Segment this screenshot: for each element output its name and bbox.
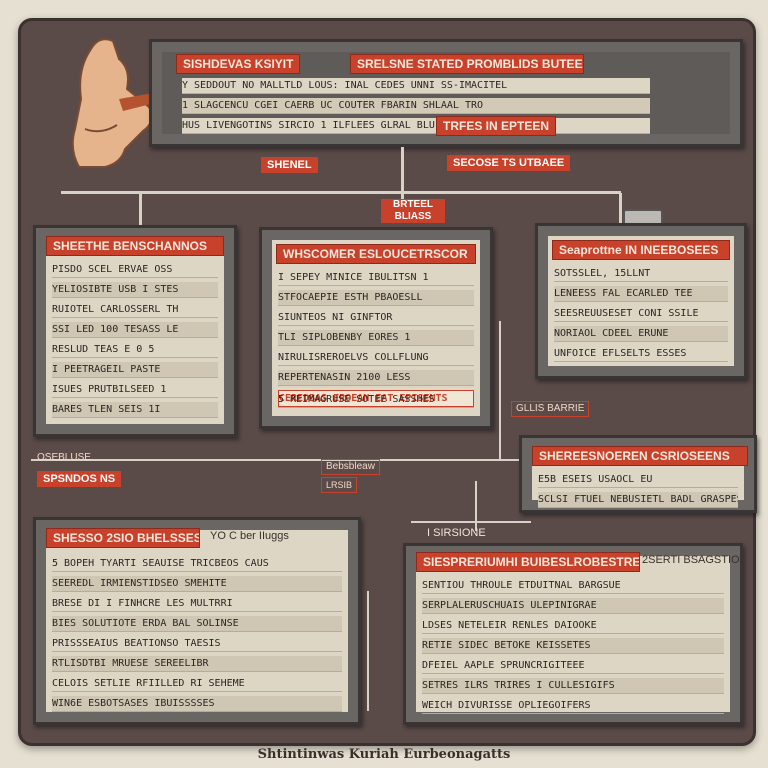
panel-row: REPERTENASIN 2100 LESS bbox=[278, 370, 474, 386]
panel-row: RETIE SIDEC BETOKE KEISSETES bbox=[422, 638, 724, 654]
top-sub-tag: TRFES IN EPTEEN bbox=[436, 116, 557, 136]
top-row: HUS LIVENGOTINS SIRCIO 1 ILFLEES GLRAL B… bbox=[182, 118, 650, 134]
wire bbox=[61, 191, 621, 194]
panel-row: TLI SIPLOBENBY EORES 1 bbox=[278, 330, 474, 346]
panel-row: SCLSI FTUEL NEBUSIETL BADL GRASPES bbox=[538, 492, 738, 508]
panel-row: WIN6E ESBOTSASES IBUISSSSES bbox=[52, 696, 342, 712]
diagram-caption: Shtintinwas Kuriah Eurbeonagatts bbox=[257, 747, 511, 762]
panel-row: RTLISDTBI MRUESE SEREELIBR bbox=[52, 656, 342, 672]
panel-row: SIUNTEOS NI GINFTOR bbox=[278, 310, 474, 326]
top-tag-1: SISHDEVAS KSIYIT bbox=[176, 54, 300, 74]
panel-row: SEEREDL IRMIENSTIDSEO SMEHITE bbox=[52, 576, 342, 592]
panel-row: LDSES NETELEIR RENLES DAIOOKE bbox=[422, 618, 724, 634]
panel-title: SHEETHE BENSCHANNOS bbox=[46, 236, 224, 256]
connector-out-label: GLLIS BARRIE bbox=[511, 401, 590, 417]
panel-title: WHSCOMER ESLOUCETRSCOR bbox=[276, 244, 476, 264]
panel-row: STFOCAEPIE ESTH PBAOESLL bbox=[278, 290, 474, 306]
panel-annotation: 2SERTI BSAGSTIOL bbox=[642, 554, 746, 566]
panel-row: RUIOTEL CARLOSSERL TH bbox=[52, 302, 218, 318]
panel-row: LENEESS FAL ECARLED TEE bbox=[554, 286, 728, 302]
panel-title: SHEREESNOEREN CSRIOSEENS bbox=[532, 446, 748, 466]
panel-row: NORIAOL CDEEL ERUNE bbox=[554, 326, 728, 342]
panel-row: BARES TLEN SEIS 1I bbox=[52, 402, 218, 418]
panel-row: BIES SOLUTIOTE ERDA BAL SOLINSE bbox=[52, 616, 342, 632]
panel-row: WEICH DIVURISSE OPLIEGOIFERS bbox=[422, 698, 724, 714]
wire bbox=[499, 321, 501, 461]
panel-row: NIRULISREROELVS COLLFLUNG bbox=[278, 350, 474, 366]
panel-row: 5 BOPEH TYARTI SEAUISE TRICBEOS CAUS bbox=[52, 556, 342, 572]
panel-row: E5B ESEIS USAOCL EU bbox=[538, 472, 738, 488]
panel-right-middle: SHEREESNOEREN CSRIOSEENS E5B ESEIS USAOC… bbox=[519, 435, 757, 513]
panel-row: YELIOSIBTE USB I STES bbox=[52, 282, 218, 298]
panel-right-upper: Seaprottne IN INEEBOSEES SOTSSLEL, 15LLN… bbox=[535, 223, 747, 379]
wire bbox=[411, 521, 531, 523]
panel-title: SHESSO 2SIO BHELSSESN bbox=[46, 528, 200, 548]
top-row: Y SEDDOUT NO MALLTLD LOUS: INAL CEDES UN… bbox=[182, 78, 650, 94]
lower-connector-label: I SIRSIONE bbox=[427, 527, 486, 539]
connector-tag-right: SECOSE TS UTBAEE bbox=[447, 155, 571, 171]
panel-row: I SEPEY MINICE IBULITSN 1 bbox=[278, 270, 474, 286]
panel-annotation: YO C ber IIuggs bbox=[210, 530, 289, 542]
panel-row: ISUES PRUTBILSEED 1 bbox=[52, 382, 218, 398]
wire bbox=[139, 193, 142, 227]
wire bbox=[619, 193, 622, 227]
hand-illustration bbox=[71, 38, 155, 168]
panel-center-upper: WHSCOMER ESLOUCETRSCOR I SEPEY MINICE IB… bbox=[259, 227, 493, 429]
panel-right-lower: SIESPRERIUMHI BUIBESLROBESTRESCE 2SERTI … bbox=[403, 543, 746, 725]
connector-label: Bebsbleaw bbox=[321, 459, 380, 475]
panel-highlight: CEREDBAS EROEAN EAT EPISENTS bbox=[278, 390, 474, 407]
connector-mark: LRSIB bbox=[321, 477, 358, 493]
panel-left-lower: SHESSO 2SIO BHELSSESN YO C ber IIuggs 5 … bbox=[33, 517, 361, 725]
panel-row: PISDO SCEL ERVAE OSS bbox=[52, 262, 218, 278]
connector-tag-center: BRTEEL BLIASS bbox=[381, 199, 445, 223]
panel-row: PRISSSEAIUS BEATIONSO TAESIS bbox=[52, 636, 342, 652]
panel-row: CELOIS SETLIE RFIILLED RI SEHEME bbox=[52, 676, 342, 692]
panel-row: SSI LED 100 TESASS LE bbox=[52, 322, 218, 338]
panel-row: SENTIOU THROULE ETDUITNAL BARGSUE bbox=[422, 578, 724, 594]
panel-row: SERPLALERUSCHUAIS ULEPINIGRAE bbox=[422, 598, 724, 614]
top-tag-2: SRELSNE STATED PROMBLIDS BUTEES bbox=[350, 54, 584, 74]
diagram-board: SISHDEVAS KSIYIT SRELSNE STATED PROMBLID… bbox=[18, 18, 757, 746]
connector-tag: SPSNDOS NS bbox=[37, 471, 122, 487]
panel-footer: 5 REIMAGRUSE SOTEE SASSHES bbox=[278, 392, 474, 408]
panel-row: DFEIEL AAPLE SPRUNCRIGITEEE bbox=[422, 658, 724, 674]
panel-row: RESLUD TEAS E 0 5 bbox=[52, 342, 218, 358]
panel-row: SEESREUUSESET CONI SSILE bbox=[554, 306, 728, 322]
wire bbox=[367, 591, 369, 711]
panel-row: SOTSSLEL, 15LLNT bbox=[554, 266, 728, 282]
panel-row: BRESE DI I FINHCRE LES MULTRRI bbox=[52, 596, 342, 612]
wire bbox=[401, 147, 404, 217]
panel-title: SIESPRERIUMHI BUIBESLROBESTRESCE bbox=[416, 552, 640, 572]
panel-row: UNFOICE EFLSELTS ESSES bbox=[554, 346, 728, 362]
connector-tag-left: SHENEL bbox=[261, 157, 318, 173]
connector-label: OSEBLUSE bbox=[37, 452, 91, 463]
wire bbox=[31, 459, 521, 461]
panel-row: I PEETRAGEIL PASTE bbox=[52, 362, 218, 378]
panel-left-upper: SHEETHE BENSCHANNOS PISDO SCEL ERVAE OSS… bbox=[33, 225, 237, 437]
top-row: 1 SLAGCENCU CGEI CAERB UC COUTER FBARIN … bbox=[182, 98, 650, 114]
panel-row: SETRES ILRS TRIRES I CULLESIGIFS bbox=[422, 678, 724, 694]
panel-title: Seaprottne IN INEEBOSEES bbox=[552, 240, 730, 260]
wire bbox=[475, 481, 477, 531]
top-panel: SISHDEVAS KSIYIT SRELSNE STATED PROMBLID… bbox=[149, 39, 743, 147]
